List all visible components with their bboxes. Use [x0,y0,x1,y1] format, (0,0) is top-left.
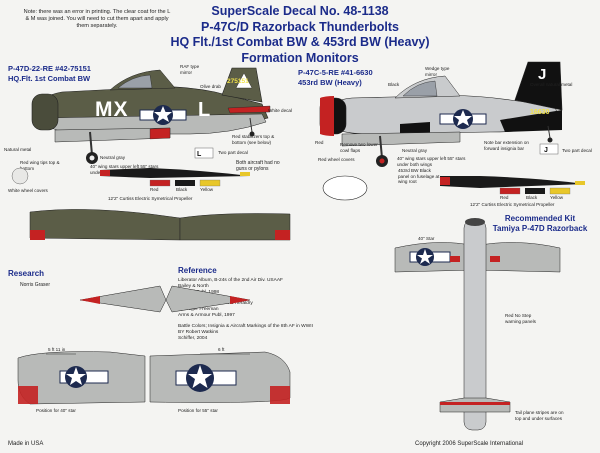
position-40-star: Position for 40" star [36,408,76,413]
aircraft1-unit: HQ.Flt. 1st Combat BW [8,73,91,83]
footer-left: Made in USA [8,441,44,447]
callout-black-panel: 453rd BW Black panel on fuselage at wing… [398,168,440,184]
callout-natural-metal: Natural metal [4,147,32,152]
callout-red: Red [315,140,324,145]
callout-note-bar: Note bar extension on forward insignia b… [484,140,529,151]
reference-item: Schiffer, 2004 [178,336,208,341]
svg-text:J: J [544,147,548,154]
aircraft1-tail-letter: L [198,99,211,121]
callout-white-wheel-covers: White wheel covers [8,188,48,193]
reference-item: Battle Colors; Insignia & Aircraft Marki… [178,324,313,329]
recommended-kit-name: Tamiya P-47D Razorback [492,224,588,233]
decal-sheet-title: SuperScale Decal No. 48-1138 P-47C/D Raz… [0,4,600,66]
aircraft1-model: P-47D-22-RE #42-75151 [8,64,91,73]
callout-olive-drab: Olive drab [200,84,221,89]
title-line-2: P-47C/D Razorback Thunderbolts [201,19,399,34]
title-line-1: SuperScale Decal No. 48-1138 [211,4,389,18]
two-part-decal-icon: L [194,147,214,159]
wing-position-2: 6 ft [218,347,225,352]
prop-color-yellow-2: Yellow [550,195,564,200]
two-part-decal-icon-2: J [539,143,559,155]
prop-color-yellow-1: Yellow [200,187,214,192]
callout-white-decal: White decal [268,108,293,113]
aircraft2-model: P-47C-5-RE #41-6630 [298,68,373,77]
tail-stripes-label: Tail plane stripes are on top and under … [515,410,564,421]
research-title: Research [8,269,45,278]
callout-two-part-decal: Two part decal [218,150,248,155]
aircraft2-label: P-47C-5-RE #41-6630 453rd BW (Heavy) [298,68,373,87]
prop-color-red-1: Red [150,187,159,192]
title-line-3: HQ Flt./1st Combat BW & 453rd BW (Heavy) [170,35,430,49]
aircraft2-serial: 16630 [530,109,550,116]
reference-item: Liberator Album, B-24s of the 2nd Air Di… [178,278,283,283]
aircraft1-serial: 275151 [227,78,249,85]
callout-lower-cowl-flaps: Remove two lower cowl flaps [340,142,378,153]
callout-black: Black [388,82,400,87]
prop-color-red-2: Red [500,195,509,200]
reference-item: Bailey & North [178,284,209,289]
printing-error-note: Note: there was an error in printing. Th… [23,9,171,29]
reference-item: By Roger Freeman [178,307,219,312]
callout-neutral-gray-2: Neutral gray [402,148,428,153]
footer-right: Copyright 2006 SuperScale International [415,441,524,447]
callout-raf-mirror: RAF type mirror [180,64,200,75]
red-no-step-label: Red No Step warning panels [505,313,536,324]
callout-neutral-gray: Neutral gray [100,155,126,160]
reference-item: Arms & Armour Publ, 1997 [178,313,235,318]
reference-title: Reference [178,266,217,275]
callout-overall-natural-metal: Overall natural metal [530,82,573,87]
callout-star-sizes-2: 40" wing stars upper left 55" stars unde… [397,156,466,167]
svg-text:L: L [197,151,202,158]
star-40-label: 40" Star [418,236,435,241]
propeller-label-1: 12'2" Curtiss Electric Symetrical Propel… [108,196,193,201]
recommended-kit-title: Recommended Kit [504,214,576,223]
callout-two-part-decal-2: Two part decal [562,148,592,153]
aircraft1-label: P-47D-22-RE #42-75151 HQ.Flt. 1st Combat… [8,64,91,83]
prop-color-black-2: Black [526,195,538,200]
no-guns-note: Both aircraft had no guns or pylons [236,160,280,172]
callout-red-wheel-covers: Red wheel covers [318,157,355,162]
propeller-label-2: 12'2" Curtiss Electric Symetrical Propel… [470,202,555,207]
aircraft2-unit: 453rd BW (Heavy) [298,77,362,87]
callout-red-wingtips: Red wing tips top & bottom [20,160,60,171]
wing-position-1: 5 ft 11 in [48,347,66,352]
reference-item: BY Robert Watkins [178,330,219,335]
aircraft2-tail-letter: J [538,66,547,83]
callout-stabilizers: Red stabilizers top & bottom (see below) [232,134,275,145]
callout-wedge-mirror: Wedge type mirror [425,66,450,77]
prop-color-black-1: Black [176,187,188,192]
title-line-4: Formation Monitors [241,50,359,65]
recommended-kit-block: Recommended Kit Tamiya P-47D Razorback [480,214,600,234]
aircraft1-fuselage-code: MX [95,98,129,121]
position-55-star: Position for 55" star [178,408,218,413]
research-name: Norris Graser [20,282,51,288]
